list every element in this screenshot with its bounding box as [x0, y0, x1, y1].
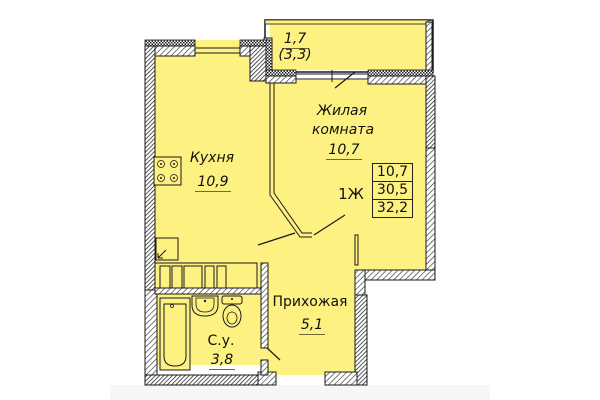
- living-room-area: 10,7: [326, 142, 362, 160]
- apartment-type-label: 1Ж: [338, 185, 364, 203]
- top-walls: [144, 39, 434, 89]
- toilet-icon: [221, 295, 243, 328]
- right-wall: [354, 75, 436, 386]
- living-room-name-line1: Жилая: [316, 103, 368, 119]
- bottom-walls: [144, 371, 358, 386]
- summary-living-area: 10,7: [373, 164, 412, 182]
- left-wall: [144, 45, 158, 381]
- bathroom-name: С.у.: [207, 333, 235, 349]
- balcony-area: 1,7: [281, 31, 309, 49]
- bathtub-icon: [159, 297, 191, 371]
- stove-icon: [153, 156, 182, 186]
- living-room-name-line2: комната: [311, 122, 375, 138]
- living-room-door: [257, 83, 346, 246]
- kitchen-name: Кухня: [189, 150, 235, 166]
- kitchen-sink-icon: [155, 237, 179, 261]
- floor-areas: [155, 20, 430, 375]
- hallway-area: 5,1: [298, 317, 326, 335]
- washbasin-icon: [191, 295, 219, 317]
- summary-area-no-balcony: 30,5: [373, 182, 412, 200]
- kitchen-area: 10,9: [195, 174, 231, 192]
- summary-total-area: 32,2: [376, 200, 409, 216]
- hallway-name: Прихожая: [272, 294, 348, 310]
- footer-strip: [110, 385, 490, 400]
- balcony-area-secondary: (3,3): [278, 47, 312, 63]
- area-summary-box: 10,7 30,5 32,2: [372, 163, 413, 218]
- bathroom-partition: [154, 262, 281, 376]
- bathroom-area: 3,8: [208, 352, 236, 370]
